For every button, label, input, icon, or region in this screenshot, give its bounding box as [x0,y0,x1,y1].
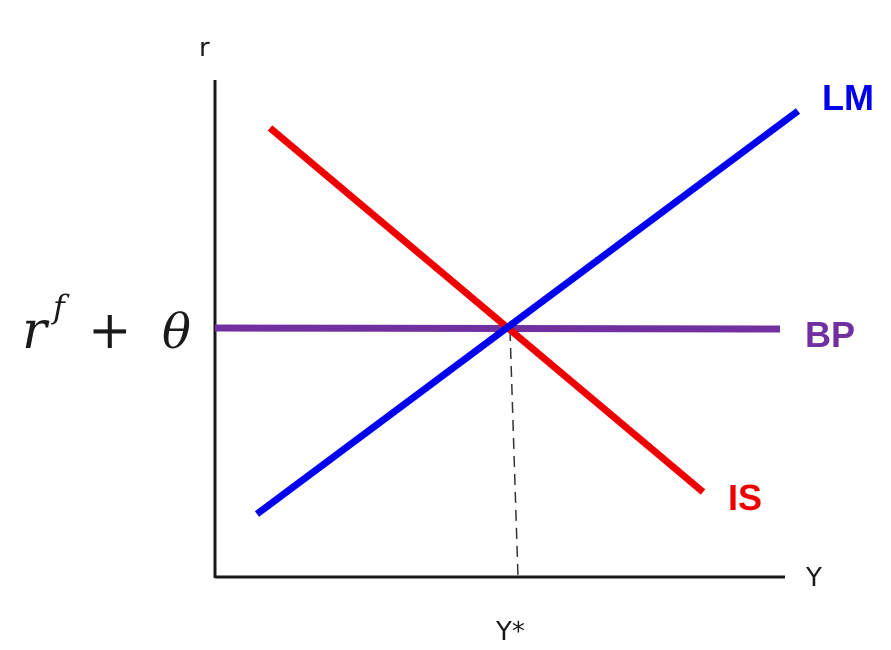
is-label: IS [728,477,762,518]
bp-curve [214,324,781,333]
x-axis-label: Y [805,563,822,593]
is-curve [267,125,706,495]
equilibrium-guide-line [509,329,519,578]
rate-operator: + [88,301,132,361]
equilibrium-output-label: Y* [495,617,525,647]
bp-label: BP [805,314,855,355]
rate-term: θ [162,304,191,360]
rate-superscript: f [51,288,70,326]
world-rate-label: r f + θ [22,288,191,361]
rate-base: r [22,301,50,361]
lm-curve [254,108,801,517]
lm-label: LM [822,77,874,118]
y-axis-label: r [199,33,210,63]
